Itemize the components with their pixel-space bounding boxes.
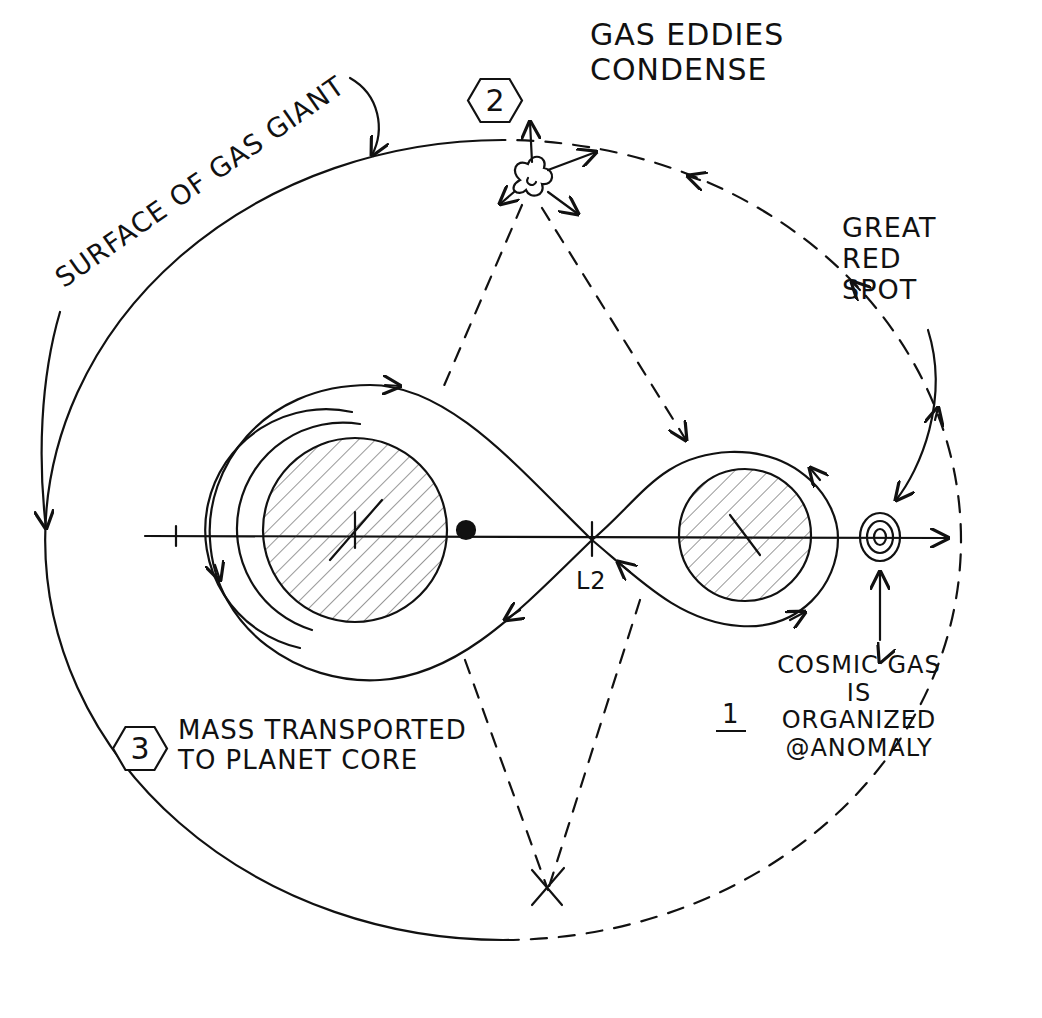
callout-number: 2 [485, 84, 504, 117]
annotation-label: MASS TRANSPORTED TO PLANET CORE [178, 716, 508, 776]
annotation-label: GREAT RED SPOT [842, 212, 952, 305]
annotation-label: SURFACE OF GAS GIANT [49, 70, 350, 294]
callout-hexagon: 3 [111, 725, 169, 772]
callout-number: 1 [716, 700, 746, 732]
annotation-label: GAS EDDIES CONDENSE [590, 18, 840, 87]
callout-number: 3 [130, 732, 149, 765]
callout-hexagon: 2 [466, 77, 524, 124]
annotation-label: COSMIC GAS IS ORGANIZED @ANOMALY [770, 652, 948, 762]
annotation-label: L2 [576, 568, 607, 596]
